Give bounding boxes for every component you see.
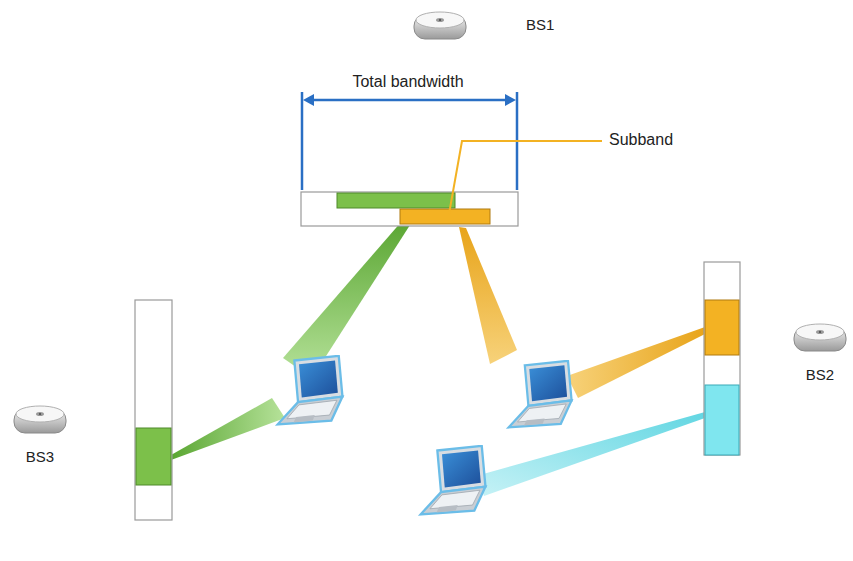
subband [400, 209, 490, 224]
station-label: BS1 [526, 16, 554, 33]
base-station-icon [12, 400, 68, 436]
subband [337, 193, 455, 208]
beam [459, 227, 517, 364]
base-station-icon [412, 6, 468, 42]
subband-label: Subband [609, 131, 673, 149]
leader-line [449, 141, 602, 214]
laptop [421, 446, 486, 514]
laptop [509, 361, 572, 428]
base-station-icon [792, 318, 848, 354]
beam [283, 221, 410, 378]
bandwidth-bar [704, 262, 740, 455]
laptop [278, 356, 343, 424]
subband [705, 300, 739, 355]
bandwidth-bar [301, 192, 518, 226]
bandwidth-bar [135, 300, 172, 520]
station-label: BS2 [806, 366, 834, 383]
beam [171, 398, 285, 460]
bandwidth-label: Total bandwidth [352, 73, 463, 91]
base-station: BS3 [12, 400, 68, 465]
base-station: BS1 [412, 6, 554, 42]
subband [705, 385, 739, 455]
station-label: BS3 [26, 448, 54, 465]
subband [136, 428, 171, 485]
beam [567, 327, 705, 398]
base-station: BS2 [792, 318, 848, 383]
